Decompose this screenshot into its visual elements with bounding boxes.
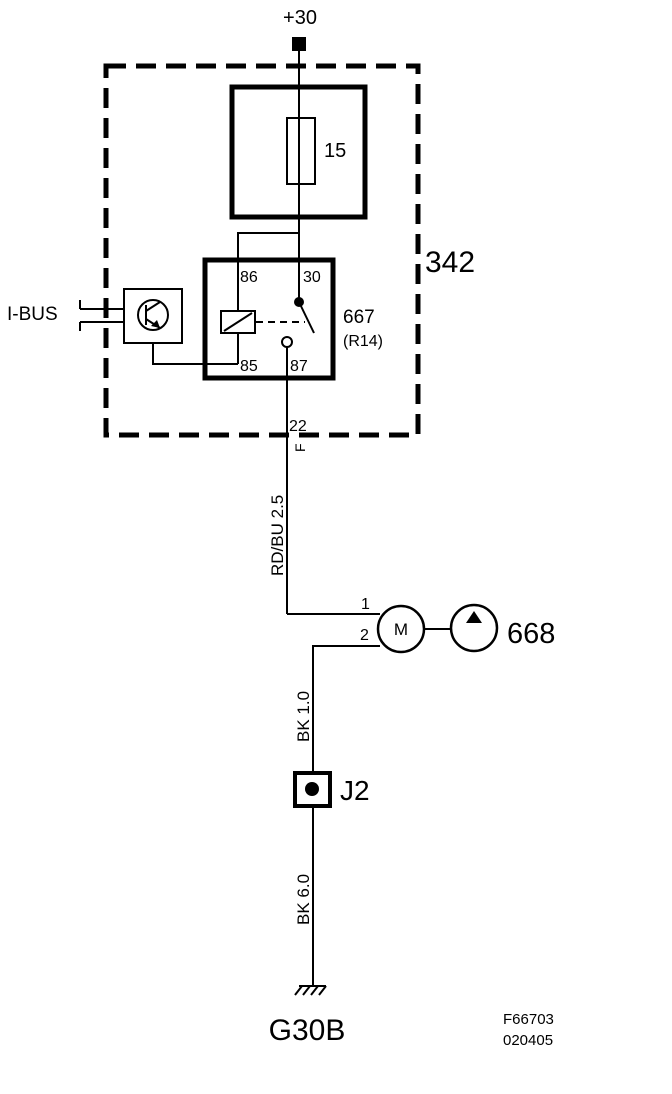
- motor-return-wire: [312, 645, 380, 776]
- relay-sub-label: (R14): [343, 333, 383, 350]
- relay-667-housing: [202, 257, 336, 381]
- relay-pin-85: 85: [240, 358, 258, 375]
- supply-label: +30: [283, 7, 317, 29]
- fuse-15: [286, 117, 316, 185]
- fuse-box-342-outline: [103, 63, 421, 438]
- transistor-arrow: [151, 320, 160, 328]
- pump-circle: [449, 603, 499, 653]
- relay-switch-arm: [298, 301, 315, 334]
- wire-upper-spec: RD/BU 2.5: [268, 495, 287, 576]
- relay-pin-87: 87: [290, 358, 308, 375]
- fuse-housing: [229, 84, 368, 220]
- relay-pin-30: 30: [303, 269, 321, 286]
- ground-hatch-2: [302, 985, 311, 996]
- pump-arrow-icon: [466, 611, 482, 623]
- driver-to-pin85-wire: [152, 343, 238, 365]
- junction-label: J2: [340, 775, 370, 806]
- pump-label: 668: [507, 618, 555, 650]
- coil-feed-wire: [237, 232, 299, 310]
- motor-pin-1: 1: [361, 596, 370, 613]
- motor-symbol: M: [394, 620, 408, 639]
- ground-label: G30B: [269, 1014, 346, 1047]
- motor-pin-2: 2: [360, 627, 369, 644]
- coil-winding: [223, 312, 253, 332]
- figure-code: F66703: [503, 1011, 554, 1028]
- relay-label: 667: [343, 307, 375, 328]
- connector-pin: 22: [289, 418, 307, 435]
- ground-hatch-3: [310, 985, 319, 996]
- relay-contact-87: [281, 336, 293, 348]
- junction-j2-dot: [305, 782, 319, 796]
- fuse-label: 15: [324, 140, 346, 162]
- relay-pin-86: 86: [240, 269, 258, 286]
- ground-hatch-4: [318, 985, 327, 996]
- connector-name: F: [292, 443, 308, 452]
- transistor-collector: [145, 301, 161, 312]
- ibus-label: I-BUS: [7, 304, 58, 325]
- figure-date: 020405: [503, 1032, 553, 1049]
- ground-hatch-1: [294, 985, 303, 996]
- wire-lower-spec: BK 1.0: [294, 691, 313, 742]
- wire-ground-spec: BK 6.0: [294, 874, 313, 925]
- supply-terminal: [292, 37, 306, 51]
- fuse-box-label: 342: [425, 246, 475, 279]
